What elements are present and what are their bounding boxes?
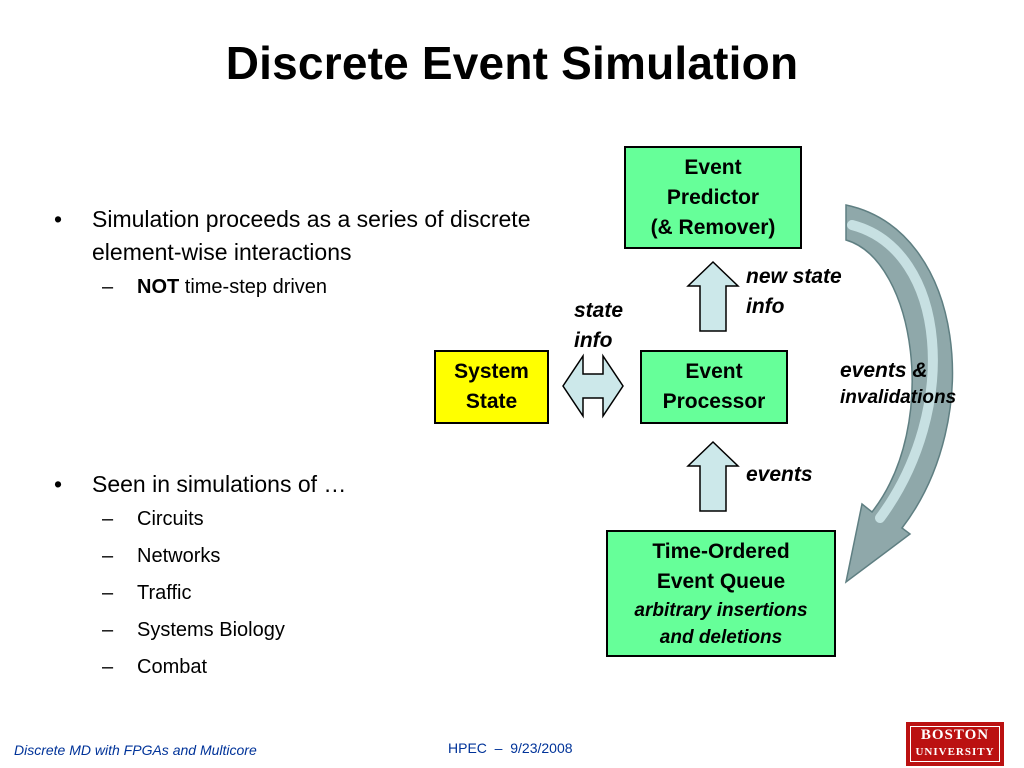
- system-state-box: System State: [434, 350, 549, 424]
- box-line: Event Queue: [656, 569, 786, 593]
- new-state-info-label: new state info: [746, 262, 842, 322]
- sub-bullet-item: – Combat: [54, 649, 554, 686]
- bullet-dot: •: [54, 206, 63, 232]
- events-up-arrow: [686, 440, 740, 512]
- event-queue-box: Time-Ordered Event Queue arbitrary inser…: [606, 530, 836, 657]
- new-state-up-arrow: [686, 260, 740, 332]
- box-line: (& Remover): [650, 215, 776, 239]
- sub-bullet-bold: NOT: [137, 276, 180, 298]
- logo-line: UNIVERSITY: [915, 746, 995, 758]
- bullet-list: • Simulation proceeds as a series of dis…: [54, 203, 554, 686]
- box-line: Predictor: [666, 185, 760, 209]
- sub-bullet-dash: –: [102, 619, 114, 641]
- event-processor-box: Event Processor: [640, 350, 788, 424]
- sub-bullet-text: Combat: [137, 656, 208, 678]
- sub-bullet-text: Traffic: [137, 582, 192, 604]
- label-line: info: [746, 295, 785, 318]
- sub-bullet-text: Networks: [137, 545, 221, 567]
- sub-bullet-item: – Networks: [54, 538, 554, 575]
- sub-bullet-text: time-step driven: [179, 276, 328, 298]
- sub-bullet-text: Circuits: [137, 508, 204, 530]
- slide-title: Discrete Event Simulation: [225, 37, 799, 89]
- sub-bullet-item: – Traffic: [54, 575, 554, 612]
- bullet-text: Seen in simulations of …: [92, 471, 347, 497]
- box-line: Event: [685, 360, 743, 383]
- sub-bullet-dash: –: [102, 545, 114, 567]
- bullet-item: • Simulation proceeds as a series of dis…: [54, 203, 554, 269]
- sub-bullet-dash: –: [102, 656, 114, 678]
- curve-arrow-highlight: [847, 220, 938, 523]
- sub-bullet-dash: –: [102, 582, 114, 604]
- box-line: Processor: [662, 390, 766, 413]
- label-line: events: [746, 463, 813, 486]
- events-label: events: [746, 460, 813, 490]
- box-line: Time-Ordered: [652, 539, 790, 563]
- footer-event-date: HPEC – 9/23/2008: [448, 740, 573, 756]
- label-line: invalidations: [840, 387, 957, 408]
- state-info-double-arrow: [562, 353, 624, 419]
- bullet-text: Simulation proceeds as a series of discr…: [92, 206, 531, 265]
- sub-bullet-item: – NOT time-step driven: [54, 269, 554, 306]
- box-line: State: [465, 390, 518, 413]
- box-line: Event: [684, 155, 742, 179]
- event-predictor-box: Event Predictor (& Remover): [624, 146, 802, 249]
- label-line: info: [574, 329, 613, 352]
- box-subline: arbitrary insertions: [634, 599, 808, 621]
- sub-bullet-item: – Systems Biology: [54, 612, 554, 649]
- box-line: System: [454, 360, 529, 383]
- sub-bullet-dash: –: [102, 508, 114, 530]
- sub-bullet-text: Systems Biology: [137, 619, 285, 641]
- events-invalidations-label: events & invalidations: [840, 356, 956, 410]
- footer-presentation-title: Discrete MD with FPGAs and Multicore: [14, 742, 257, 758]
- box-subline: and deletions: [659, 626, 783, 648]
- bullet-item: • Seen in simulations of …: [54, 468, 554, 501]
- state-info-label: state info: [574, 296, 623, 356]
- bullet-dot: •: [54, 471, 63, 497]
- logo-line: BOSTON: [920, 727, 990, 743]
- label-line: new state: [746, 265, 842, 288]
- label-line: state: [574, 299, 624, 322]
- sub-bullet-item: – Circuits: [54, 501, 554, 538]
- boston-university-logo: BOSTON UNIVERSITY: [906, 722, 1004, 766]
- label-line: events &: [840, 359, 928, 382]
- sub-bullet-dash: –: [102, 276, 114, 298]
